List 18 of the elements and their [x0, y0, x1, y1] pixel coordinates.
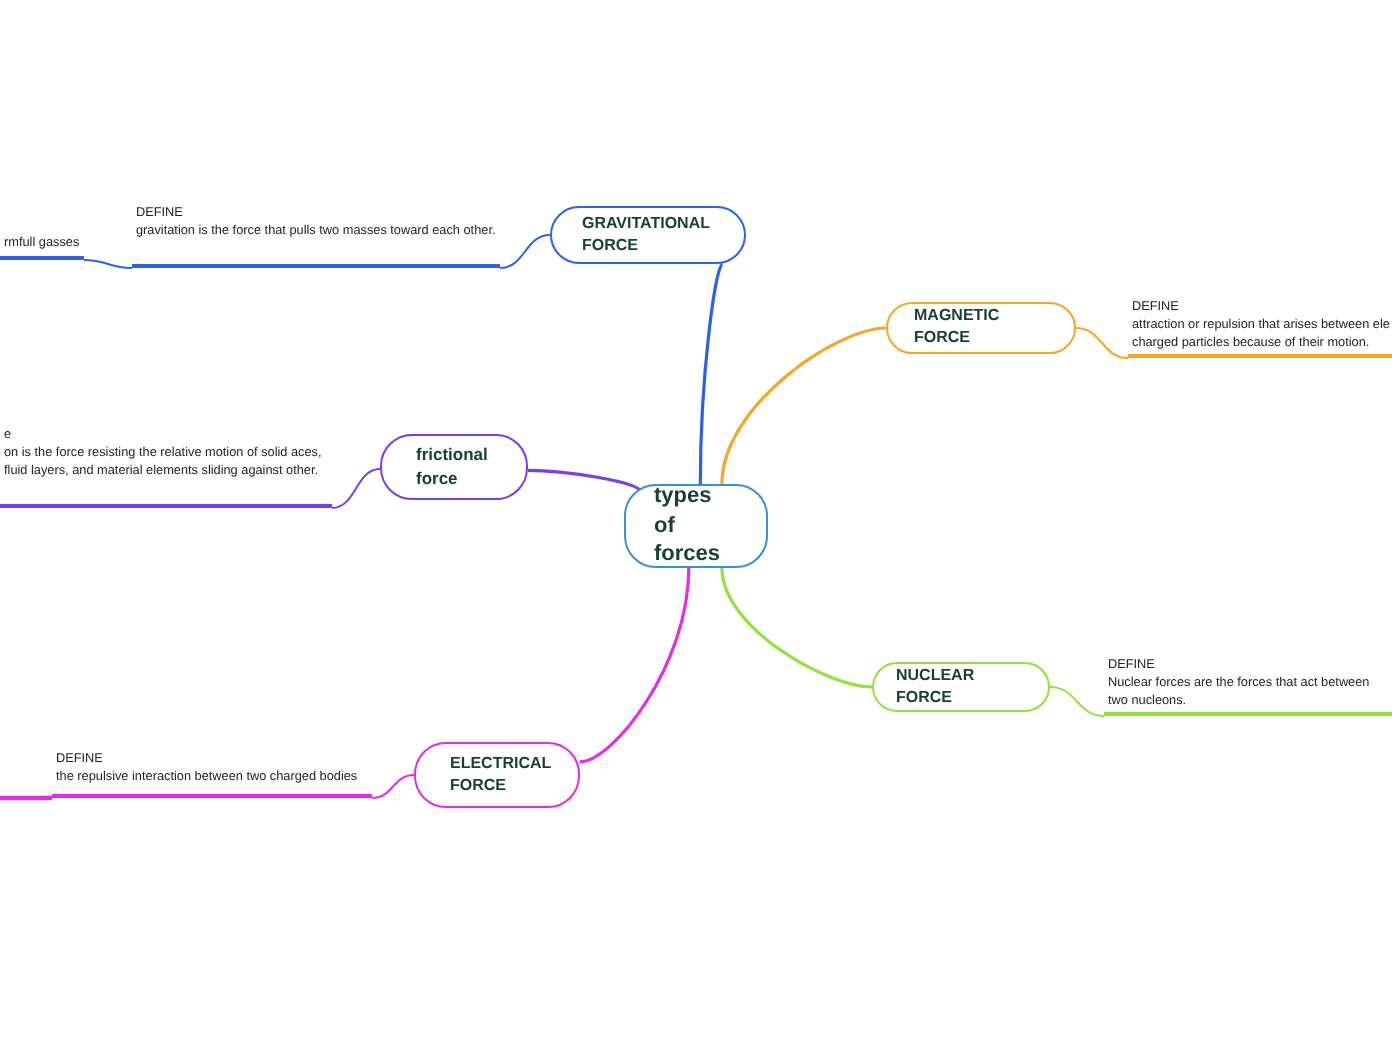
topic-box: NUCLEAR FORCE — [872, 662, 1050, 712]
connector — [1075, 327, 1129, 359]
connector — [579, 567, 691, 764]
connector — [698, 263, 724, 484]
topic-box: MAGNETIC FORCE — [886, 302, 1076, 354]
connector — [0, 795, 52, 801]
connector — [499, 234, 551, 269]
connector — [720, 567, 873, 689]
connector — [371, 774, 415, 799]
topic-box: ELECTRICAL FORCE — [414, 742, 580, 808]
connector — [720, 326, 887, 485]
topic-box: GRAVITATIONAL FORCE — [550, 206, 746, 264]
connector — [331, 468, 381, 509]
topic-box: frictional force — [380, 434, 528, 500]
central-topic: types of forces — [624, 484, 768, 568]
connector — [1049, 686, 1105, 717]
connector — [83, 259, 133, 269]
connector — [527, 468, 643, 494]
